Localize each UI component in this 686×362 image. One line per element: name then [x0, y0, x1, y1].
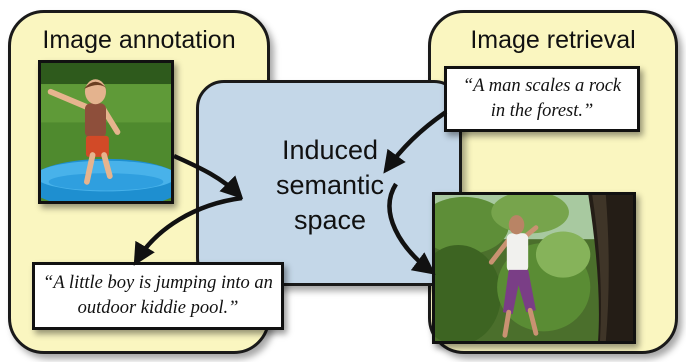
man-climbing-photo	[432, 192, 636, 344]
annotation-caption: “A little boy is jumping into an outdoor…	[32, 262, 284, 330]
image-retrieval-title: Image retrieval	[470, 26, 636, 54]
boy-jumping-photo	[38, 60, 174, 204]
retrieval-caption-text: “A man scales a rock in the forest.”	[462, 76, 622, 121]
image-annotation-title: Image annotation	[42, 26, 236, 54]
retrieval-query-caption: “A man scales a rock in the forest.”	[444, 66, 640, 132]
semantic-space-label: Induced semantic space	[275, 135, 385, 235]
annotation-caption-text: “A little boy is jumping into an outdoor…	[43, 273, 273, 318]
